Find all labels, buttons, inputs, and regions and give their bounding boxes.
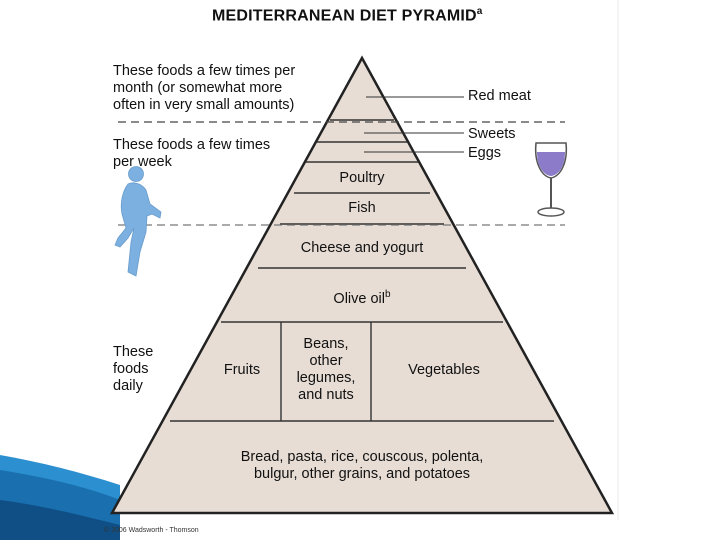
- tier-poultry: Poultry: [339, 170, 385, 186]
- tier-fruits: Fruits: [223, 362, 261, 378]
- olive-oil-footnote-marker: b: [385, 289, 391, 300]
- callout-lines: [364, 96, 464, 153]
- weekly-label: These foods a few times per week: [113, 137, 271, 170]
- slide-decoration: [0, 455, 120, 540]
- daily-label: These foods daily: [113, 344, 154, 394]
- title-footnote-marker: a: [476, 6, 483, 17]
- tier-fish: Fish: [348, 200, 376, 216]
- tier-cheese-yogurt: Cheese and yogurt: [300, 240, 424, 256]
- tier-grains: Bread, pasta, rice, couscous, polenta, b…: [240, 449, 484, 482]
- tier-olive-oil: Olive oilb: [333, 289, 391, 307]
- copyright-notice: © 2006 Wadsworth - Thomson: [104, 527, 199, 534]
- callout-sweets: Sweets: [468, 126, 516, 142]
- wine-glass-icon: [534, 142, 568, 217]
- callout-eggs: Eggs: [468, 145, 502, 161]
- monthly-label: These foods a few times per month (or so…: [113, 63, 296, 113]
- diagram-title: MEDITERRANEAN DIET PYRAMIDa: [212, 6, 483, 25]
- callout-red-meat: Red meat: [468, 88, 531, 104]
- dashed-separators: [118, 121, 565, 226]
- pyramid: [109, 55, 615, 515]
- tier-vegetables: Vegetables: [408, 362, 480, 378]
- runner-icon: [114, 166, 162, 277]
- tier-beans: Beans, other legumes, and nuts: [296, 336, 356, 403]
